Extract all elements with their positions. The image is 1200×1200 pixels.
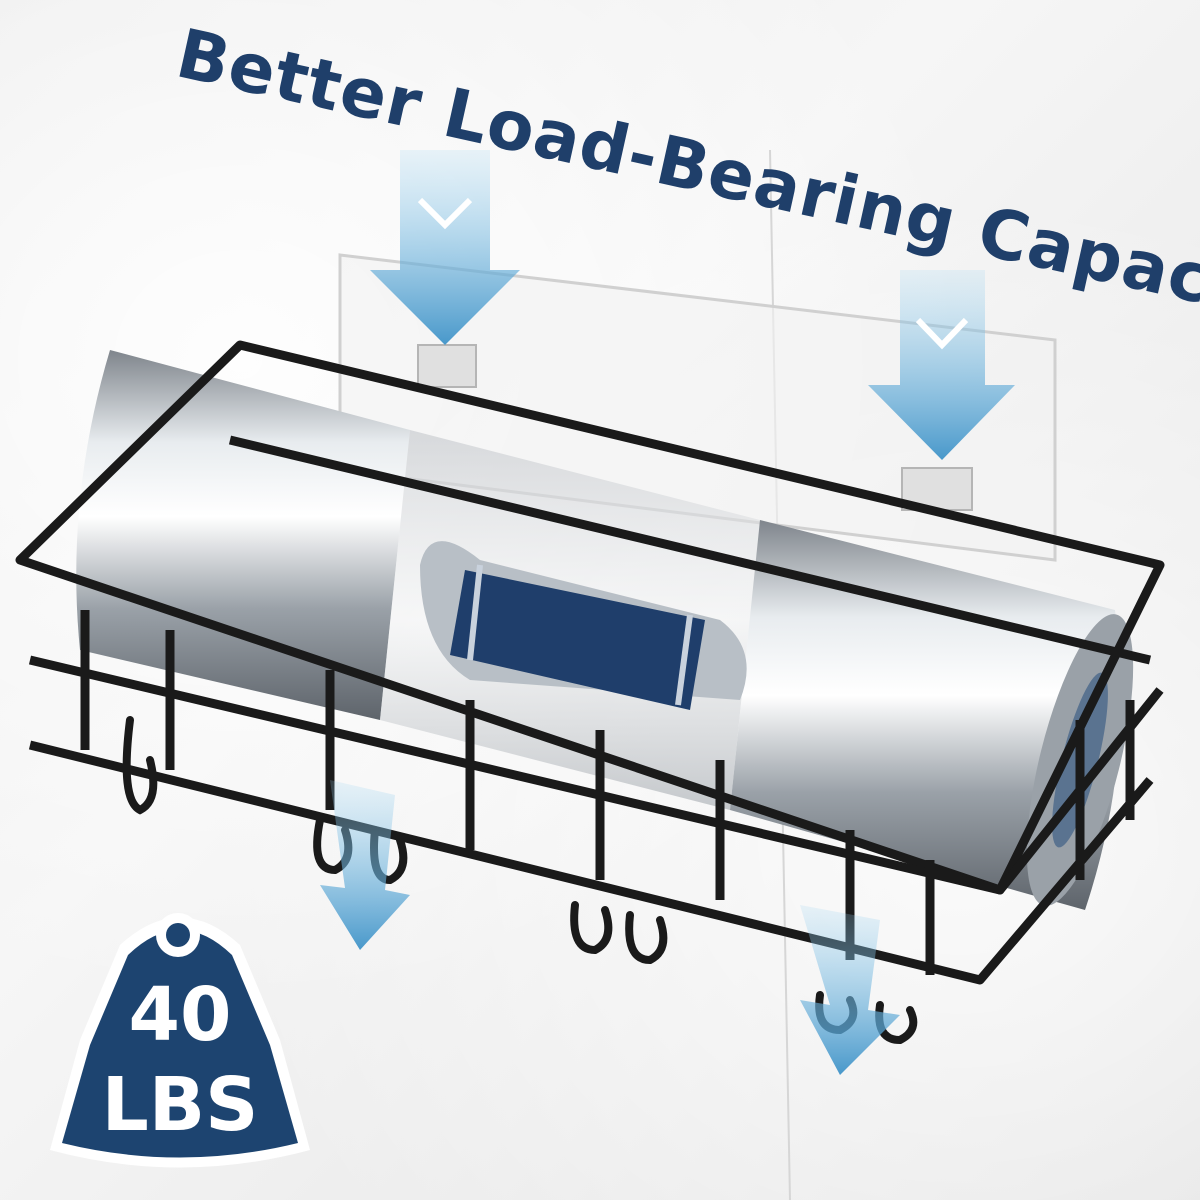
down-arrow-icon (800, 905, 900, 1075)
down-arrow-icon (868, 270, 1015, 460)
down-arrow-icon (320, 780, 410, 950)
weight-icon (50, 913, 310, 1168)
wire-basket (15, 340, 1165, 985)
weight-unit: LBS (101, 1062, 259, 1148)
mount-hook-left (417, 344, 477, 388)
down-arrow-icon (370, 150, 520, 345)
bottle-label-band (420, 541, 747, 710)
weight-value: 40 (128, 972, 232, 1058)
